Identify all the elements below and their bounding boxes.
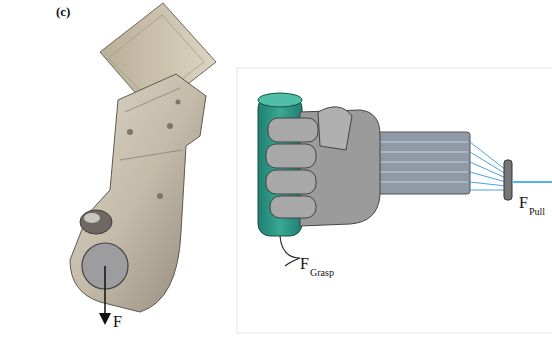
gripper-illustration — [70, 3, 216, 322]
force-subscript: Grasp — [310, 268, 334, 278]
panel-label: (c) — [56, 5, 70, 18]
force-symbol: F — [113, 314, 122, 330]
glove-illustration — [237, 68, 552, 333]
force-subscript: Pull — [529, 207, 545, 217]
force-symbol: F — [519, 195, 528, 211]
force-symbol: F — [300, 256, 309, 272]
